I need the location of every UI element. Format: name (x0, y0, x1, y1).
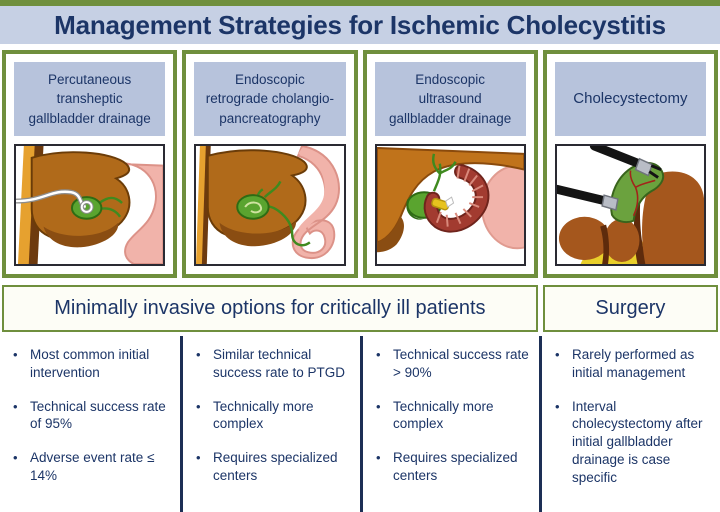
page-title: Management Strategies for Ischemic Chole… (54, 9, 666, 40)
bullet-list: Rarely performed as initial management I… (550, 346, 714, 487)
cholecystectomy-illustration (556, 146, 704, 264)
bullet-list: Most common initial intervention Technic… (8, 346, 174, 485)
title-band: Management Strategies for Ischemic Chole… (0, 6, 720, 44)
category-band: Minimally invasive options for criticall… (2, 285, 718, 332)
panel-ercp: Endoscopic retrograde cholangio- pancrea… (182, 50, 358, 278)
ercp-illustration (196, 146, 344, 264)
panel-illustration-frame (374, 144, 526, 266)
bullet-item: Requires specialized centers (371, 449, 533, 485)
bullet-list: Technical success rate > 90% Technically… (371, 346, 533, 485)
minimally-invasive-band: Minimally invasive options for criticall… (2, 285, 538, 332)
details-row: Most common initial intervention Technic… (0, 336, 720, 512)
minimally-invasive-label: Minimally invasive options for criticall… (54, 297, 486, 319)
panel-illustration-frame (554, 144, 706, 266)
panel-ptgd: Percutaneous transheptic gallbladder dra… (2, 50, 178, 278)
surgery-label: Surgery (595, 297, 666, 319)
bullet-item: Most common initial intervention (8, 346, 174, 382)
panel-label-cholecystectomy: Cholecystectomy (554, 62, 706, 136)
bullet-item: Interval cholecystectomy after initial g… (550, 398, 714, 487)
details-col-cholecystectomy: Rarely performed as initial management I… (542, 336, 720, 512)
panel-illustration-frame (14, 144, 166, 266)
bullet-item: Technical success rate of 95% (8, 398, 174, 434)
bullet-item: Rarely performed as initial management (550, 346, 714, 382)
panel-cholecystectomy: Cholecystectomy (542, 50, 718, 278)
panel-label-ercp: Endoscopic retrograde cholangio- pancrea… (194, 62, 346, 136)
panel-illustration-frame (194, 144, 346, 266)
details-col-eus: Technical success rate > 90% Technically… (363, 336, 542, 512)
bullet-item: Technically more complex (371, 398, 533, 434)
panel-label-ptgd: Percutaneous transheptic gallbladder dra… (14, 62, 166, 136)
bullet-item: Similar technical success rate to PTGD (191, 346, 354, 382)
bullet-item: Technically more complex (191, 398, 354, 434)
panel-label-eus: Endoscopic ultrasound gallbladder draina… (374, 62, 526, 136)
bullet-item: Adverse event rate ≤ 14% (8, 449, 174, 485)
bullet-list: Similar technical success rate to PTGD T… (191, 346, 354, 485)
top-accent-bar (0, 0, 720, 6)
details-col-ptgd: Most common initial intervention Technic… (0, 336, 183, 512)
eus-gallbladder-drainage-illustration (376, 146, 524, 264)
panel-eus: Endoscopic ultrasound gallbladder draina… (362, 50, 538, 278)
details-col-ercp: Similar technical success rate to PTGD T… (183, 336, 363, 512)
surgery-band: Surgery (542, 285, 718, 332)
ptgd-illustration (16, 146, 164, 264)
strategy-panels-row: Percutaneous transheptic gallbladder dra… (2, 50, 718, 278)
bullet-item: Technical success rate > 90% (371, 346, 533, 382)
bullet-item: Requires specialized centers (191, 449, 354, 485)
